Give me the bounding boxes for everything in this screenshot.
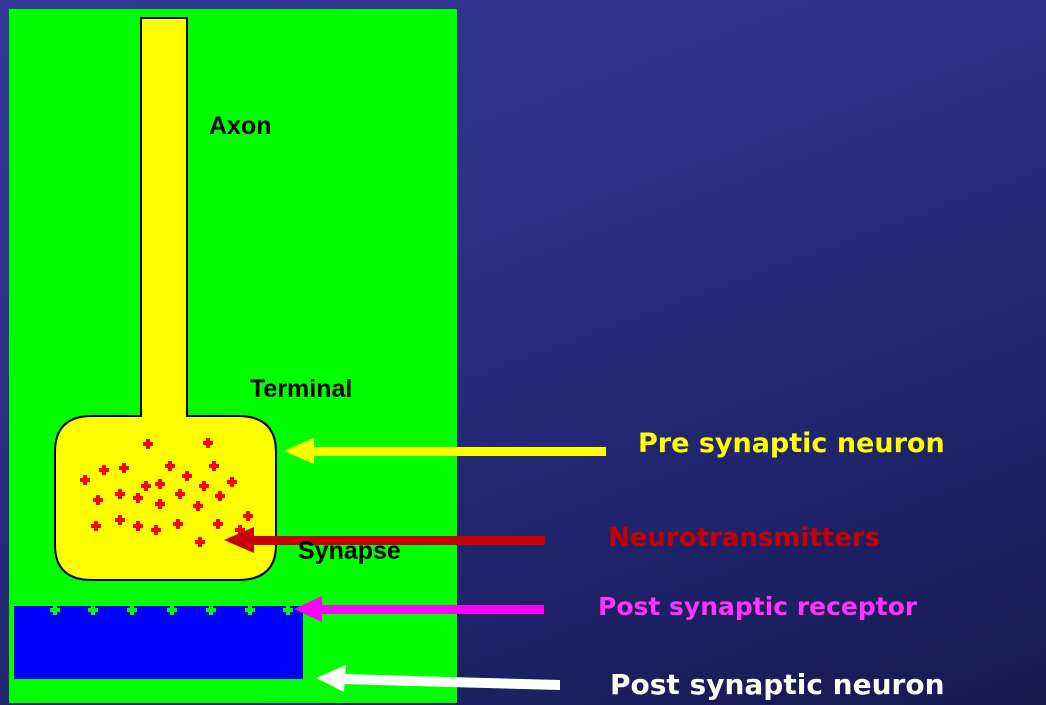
terminal-label: Terminal [250,375,352,404]
post-synaptic-neuron-block [14,606,303,679]
synapse-label: Synapse [298,537,401,566]
neurotransmitters-label: Neurotransmitters [608,523,880,553]
post-synaptic-neuron-label: Post synaptic neuron [610,668,945,701]
pre-synaptic-neuron-label: Pre synaptic neuron [638,428,945,459]
post-synaptic-receptor-label: Post synaptic receptor [598,592,917,621]
axon-label: Axon [209,112,272,141]
